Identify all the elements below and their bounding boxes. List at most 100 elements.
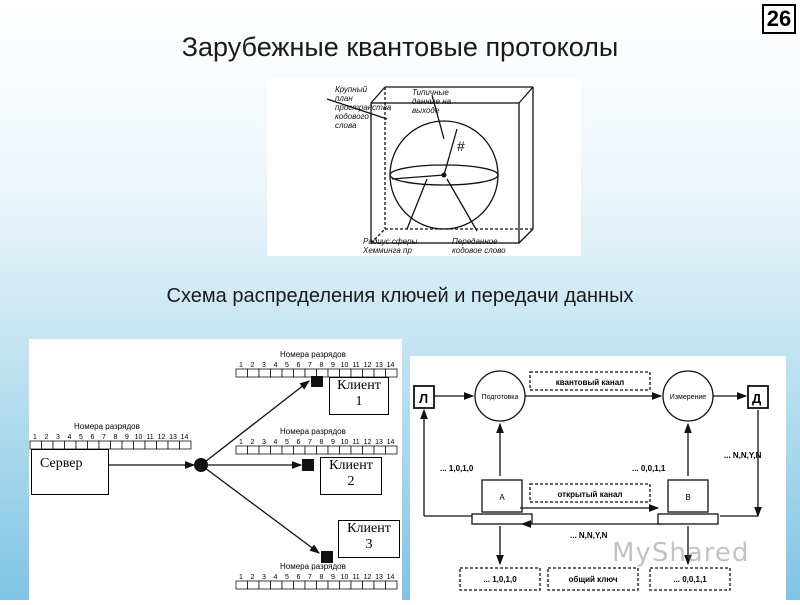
client-1-bit-number: 9 [331, 362, 335, 369]
client-2-bit-cell [339, 445, 352, 455]
client-2-bit-cell [350, 445, 363, 455]
client-2-bit-cell [270, 445, 283, 455]
client-2-bit-number: 12 [364, 439, 372, 446]
client-3-bit-cell [235, 580, 248, 590]
client-2-box: Клиент 2 [320, 457, 382, 495]
client-2-bits-caption: Номера разрядов [280, 427, 346, 436]
client-3-bit-cell [362, 580, 375, 590]
party-right-label: Д [752, 391, 762, 406]
client-3-bit-number: 9 [331, 574, 335, 581]
client-2-bit-number: 2 [251, 439, 255, 446]
client-1-bit-cell [270, 368, 283, 378]
client-1-bit-cell [258, 368, 271, 378]
client-1-bit-number: 11 [352, 362, 359, 369]
client-2-bit-cell [316, 445, 329, 455]
client-3-bit-cell [339, 580, 352, 590]
client-3-bit-cell [350, 580, 363, 590]
client-2-bit-number: 13 [375, 439, 383, 446]
client-3-bit-cell [258, 580, 271, 590]
output-right: ... 0,0,1,1 [673, 575, 707, 584]
server-bit-number: 14 [181, 434, 189, 441]
server-bit-cell [87, 440, 100, 450]
server-bit-number: 13 [169, 434, 177, 441]
client-1-bit-cell [293, 368, 306, 378]
server-bit-number: 1 [33, 434, 37, 441]
client-3-bit-number: 7 [308, 574, 312, 581]
server-bit-number: 7 [102, 434, 106, 441]
client-1-bit-number: 14 [387, 362, 395, 369]
client-2-bit-number: 5 [285, 439, 289, 446]
server-bit-cell [52, 440, 65, 450]
client-1-bit-number: 6 [297, 362, 301, 369]
quantum-protocol-figure: Л Д Подготовка Измерение квантовый канал… [410, 356, 786, 600]
slide-subtitle: Схема распределения ключей и передачи да… [166, 285, 634, 307]
client-1-bit-number: 3 [262, 362, 266, 369]
output-common-key: общий ключ [569, 575, 618, 584]
server-bit-cell [144, 440, 157, 450]
client-2-bit-number: 9 [331, 439, 335, 446]
server-bit-cell [64, 440, 77, 450]
server-bit-cell [29, 440, 42, 450]
seq-left: ... 1,0,1,0 [440, 464, 474, 473]
client-1-bit-number: 2 [251, 362, 255, 369]
client-2-bit-cell [235, 445, 248, 455]
client-2-bit-cell [327, 445, 340, 455]
client-3-bit-cell [281, 580, 294, 590]
client-1-bit-cell [281, 368, 294, 378]
client-2-bit-cell [258, 445, 271, 455]
client-3-bit-number: 6 [297, 574, 301, 581]
client-3-bit-cell [247, 580, 260, 590]
server-bit-cell [167, 440, 180, 450]
client-2-bit-number: 6 [297, 439, 301, 446]
client-3-index: 3 [365, 537, 373, 552]
party-left-label: Л [419, 391, 428, 406]
client-2-bit-number: 7 [308, 439, 312, 446]
client-2-bit-number: 14 [387, 439, 395, 446]
seq-nyn-right: ... N,N,Y,N [724, 451, 762, 460]
server-bit-number: 12 [158, 434, 166, 441]
client-1-bit-cell [339, 368, 352, 378]
client-3-bit-number: 5 [285, 574, 289, 581]
server-bit-number: 9 [125, 434, 129, 441]
client-3-box: Клиент 3 [338, 520, 400, 558]
client-2-bit-number: 3 [262, 439, 266, 446]
server-bit-cell [41, 440, 54, 450]
server-bit-number: 10 [135, 434, 143, 441]
slide-number: 26 [762, 4, 796, 34]
client-1-bits-caption: Номера разрядов [280, 350, 346, 359]
server-bit-cell [156, 440, 169, 450]
client-1-bit-cell [316, 368, 329, 378]
client-1-bit-number: 12 [364, 362, 372, 369]
label-closeup: Крупный план пространства кодового слова [335, 85, 392, 130]
codeword-marker: # [457, 138, 465, 154]
codeword-space-figure: # Крупный план пространства кодового сло… [267, 79, 581, 256]
seq-nyn-mid: ... N,N,Y,N [570, 531, 608, 540]
label-transmitted-codeword: Переданное кодовое слово [452, 237, 506, 255]
computer-b-label: B [685, 493, 690, 502]
client-1-bit-number: 4 [274, 362, 278, 369]
client-1-bit-cell [327, 368, 340, 378]
slide-title: Зарубежные квантовые протоколы [181, 32, 619, 62]
client-3-bit-cell [327, 580, 340, 590]
client-3-bit-number: 8 [320, 574, 324, 581]
server-bit-cell [133, 440, 146, 450]
server-bit-number: 8 [114, 434, 118, 441]
watermark: MyShared [612, 538, 750, 568]
client-3-bit-number: 4 [274, 574, 278, 581]
client-1-bit-cell [247, 368, 260, 378]
client-3-bit-number: 1 [239, 574, 243, 581]
client-2-name: Клиент [329, 458, 373, 473]
measure-node-label: Измерение [670, 394, 707, 401]
server-bit-cell [98, 440, 111, 450]
client-3-bits-caption: Номера разрядов [280, 562, 346, 571]
quantum-protocol-drawing: Л Д Подготовка Измерение квантовый канал… [413, 370, 769, 591]
client-2-bit-cell [304, 445, 317, 455]
client-1-bit-cell [385, 368, 398, 378]
client-1-bit-number: 7 [308, 362, 312, 369]
client-1-bit-cell [235, 368, 248, 378]
client-1-bit-number: 8 [320, 362, 324, 369]
client-3-bit-cell [373, 580, 386, 590]
client-3-bit-cell [385, 580, 398, 590]
quantum-channel-label: квантовый канал [556, 378, 625, 387]
